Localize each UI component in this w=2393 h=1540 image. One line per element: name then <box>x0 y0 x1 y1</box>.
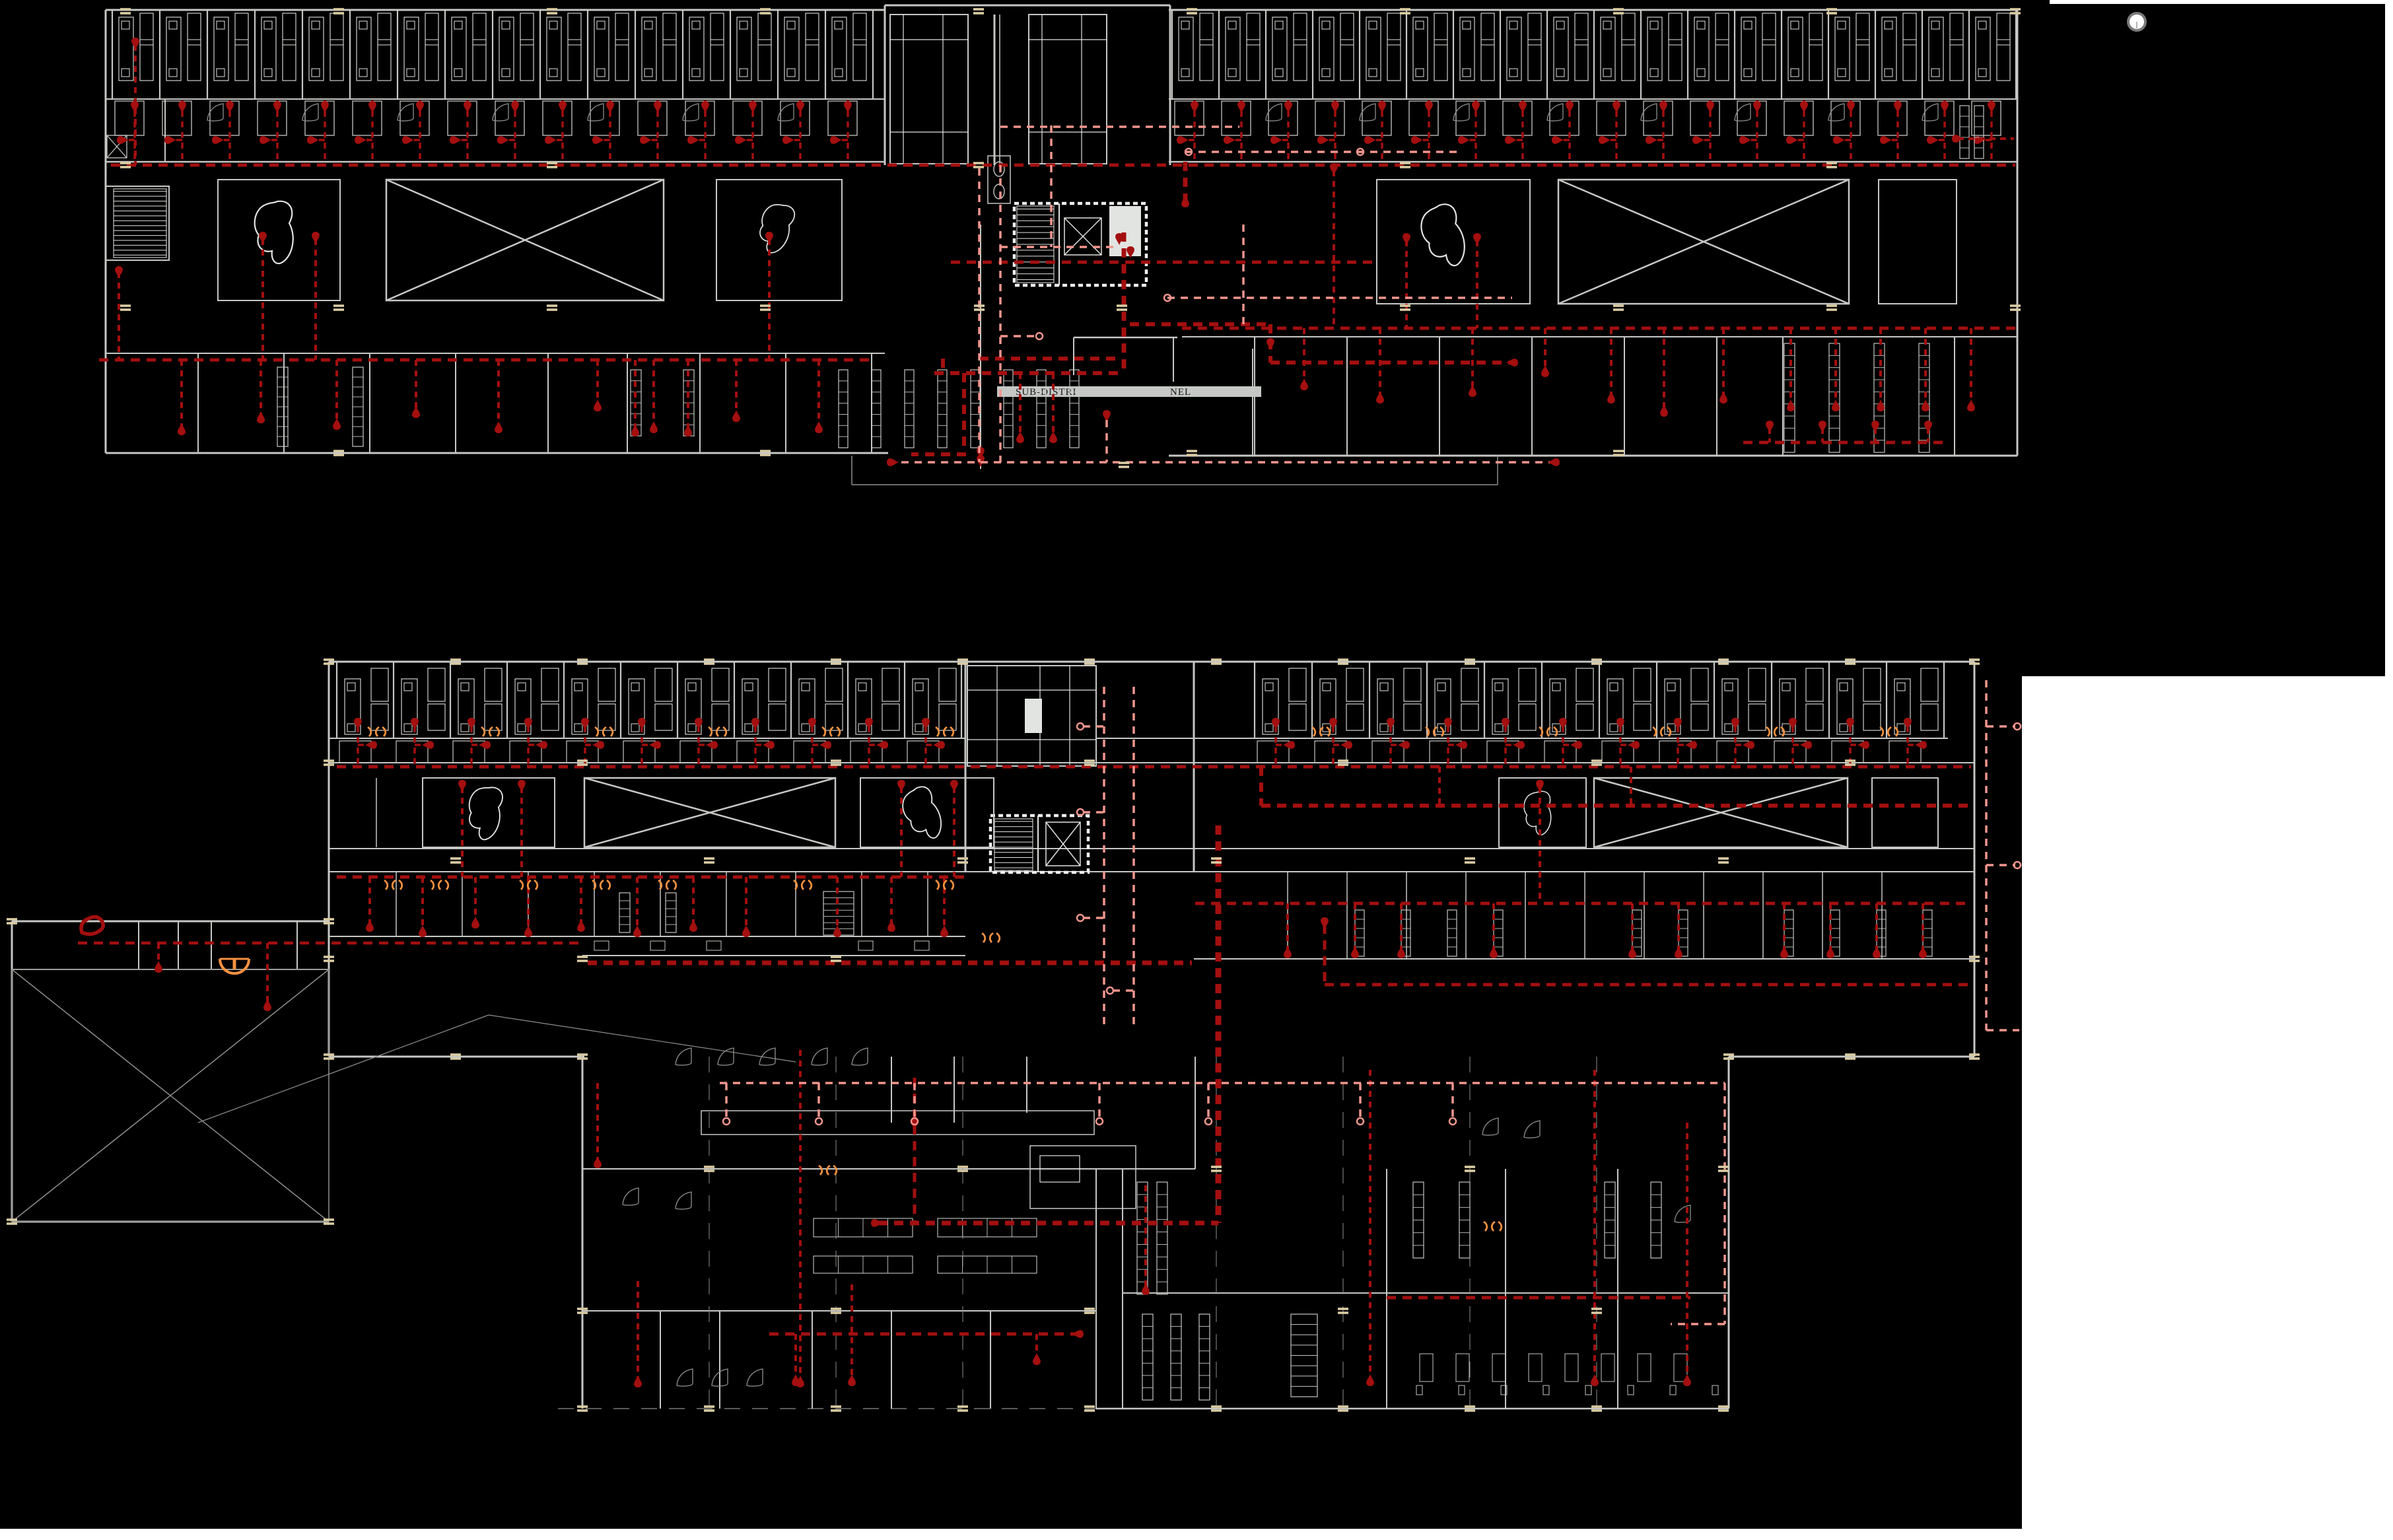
cursor-dot[interactable] <box>2127 12 2147 32</box>
svg-text:NEL: NEL <box>1170 387 1191 398</box>
lower-floor-plan <box>7 658 2022 1412</box>
